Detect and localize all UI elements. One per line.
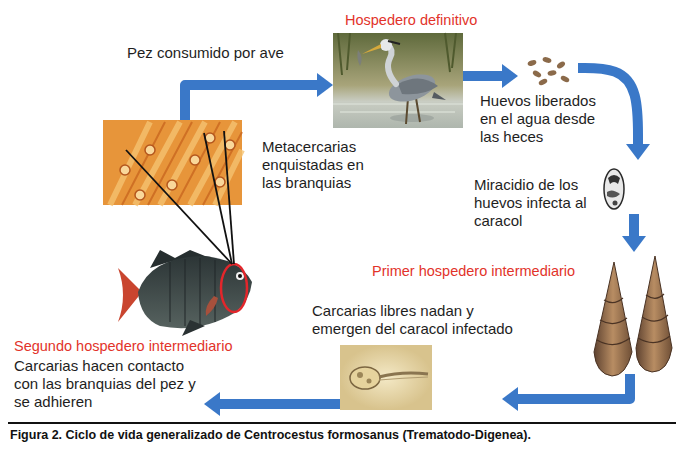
leader-lines: [204, 133, 232, 264]
stage-text: Carcarias libres nadan y emergen del car…: [312, 302, 527, 338]
miracidium-image: [613, 201, 618, 206]
first-intermediate-host: Primer hospedero intermediario: [588, 252, 674, 374]
snail-image: [636, 256, 672, 372]
gill-photo: [190, 155, 200, 165]
heron-photo: [362, 44, 381, 54]
heron-photo: [388, 45, 396, 84]
eggs-image: [538, 78, 548, 87]
cercaria-image: [340, 345, 432, 410]
heron-photo: [398, 78, 438, 94]
stage-text: Miracidio de los huevos infecta al carac…: [474, 176, 592, 230]
heron-photo: [390, 114, 434, 122]
cycle-arrow: [502, 374, 630, 411]
eggs-image: [532, 69, 542, 78]
miracidium-image: [608, 175, 620, 184]
eggs-image: [542, 56, 552, 63]
cercaria-image: [350, 367, 380, 389]
heron-photo: [333, 33, 463, 128]
leader-lines: [126, 131, 234, 264]
fish-image: [170, 258, 215, 326]
gill-photo: [167, 180, 177, 190]
miracidium-image: [604, 169, 624, 209]
heron-photo: [385, 69, 438, 107]
snail-image: [638, 294, 670, 343]
definitive-host: Hospedero definitivo: [333, 33, 463, 128]
miracidium-image: [604, 169, 624, 209]
arrow-head: [502, 64, 518, 88]
fish-image: [138, 256, 252, 328]
eggs-image: [547, 70, 557, 77]
gill-photo: [103, 120, 242, 205]
cercaria-stage: Carcarias libres nadan y emergen del car…: [340, 345, 502, 410]
cercaria-image: [367, 379, 372, 384]
heron-photo: [388, 41, 400, 44]
leader-lines: [224, 131, 234, 264]
stage-text: Carcarias hacen contacto con las branqui…: [14, 357, 204, 411]
eggs-image: [560, 75, 570, 84]
snail-image: [594, 262, 632, 376]
heron-photo: [432, 92, 446, 100]
cycle-arrow: [204, 392, 340, 416]
snail-image: [597, 298, 630, 345]
gill-photo: [225, 140, 235, 150]
cycle-arrow: [463, 64, 518, 88]
cercaria-image: [379, 377, 428, 380]
host-heading: Segundo hospedero intermediario: [14, 337, 204, 355]
metacercaria-stage: Metacercarias enquistadas en las branqui…: [103, 120, 242, 205]
gill-photo: [120, 165, 130, 175]
cercaria-image: [379, 373, 428, 377]
caption-rule: [8, 422, 676, 424]
miracidium-stage: Miracidio de los huevos infecta al carac…: [598, 160, 646, 214]
host-heading: Primer hospedero intermediario: [372, 262, 586, 280]
eggs-image: [527, 56, 570, 86]
gill-photo: [215, 177, 225, 187]
arrow-shaft: [463, 71, 502, 81]
stage-text: Huevos liberados en el agua desde las he…: [480, 92, 604, 146]
eggs-stage: Huevos liberados en el agua desde las he…: [518, 55, 578, 85]
second-intermediate-host: Segundo hospedero intermediarioCarcarias…: [14, 337, 204, 411]
snail-image: [594, 256, 672, 376]
gill-photo: [103, 120, 242, 205]
miracidium-image: [607, 190, 620, 197]
cycle-arrow: [185, 73, 333, 120]
gill-photo: [135, 190, 145, 200]
arrow-shaft: [185, 85, 317, 120]
gill-photo: [110, 122, 242, 205]
arrow-head: [622, 236, 646, 252]
arrow-head: [626, 144, 650, 160]
cercaria-image: [340, 345, 432, 410]
arrow-shaft: [629, 214, 639, 236]
leader-lines: [126, 150, 232, 264]
figure-caption: Figura 2. Ciclo de vida generalizado de …: [10, 427, 674, 443]
heron-photo: [333, 33, 463, 128]
cycle-arrow: [622, 214, 646, 252]
arrow-shaft: [220, 399, 340, 409]
heron-photo: [406, 98, 420, 124]
stage-text: Metacercarias enquistadas en las branqui…: [262, 138, 380, 192]
fish-image: [236, 272, 244, 280]
cercaria-image: [357, 372, 363, 378]
fish-image: [221, 264, 247, 312]
fish-image: [182, 320, 205, 336]
host-heading: Hospedero definitivo: [345, 11, 495, 29]
heron-photo: [357, 50, 361, 66]
fish-image: [206, 296, 218, 316]
edge-label: Pez consumido por ave: [127, 44, 284, 62]
arrow-head: [317, 73, 333, 97]
eggs-image: [527, 59, 537, 67]
arrow-head: [502, 387, 518, 411]
eggs-image: [556, 60, 566, 69]
fish-image: [238, 274, 242, 278]
arrow-shaft: [518, 374, 630, 399]
heron-photo: [333, 104, 463, 112]
arrow-head: [204, 392, 220, 416]
heron-photo: [338, 33, 456, 75]
gill-photo: [145, 145, 155, 155]
